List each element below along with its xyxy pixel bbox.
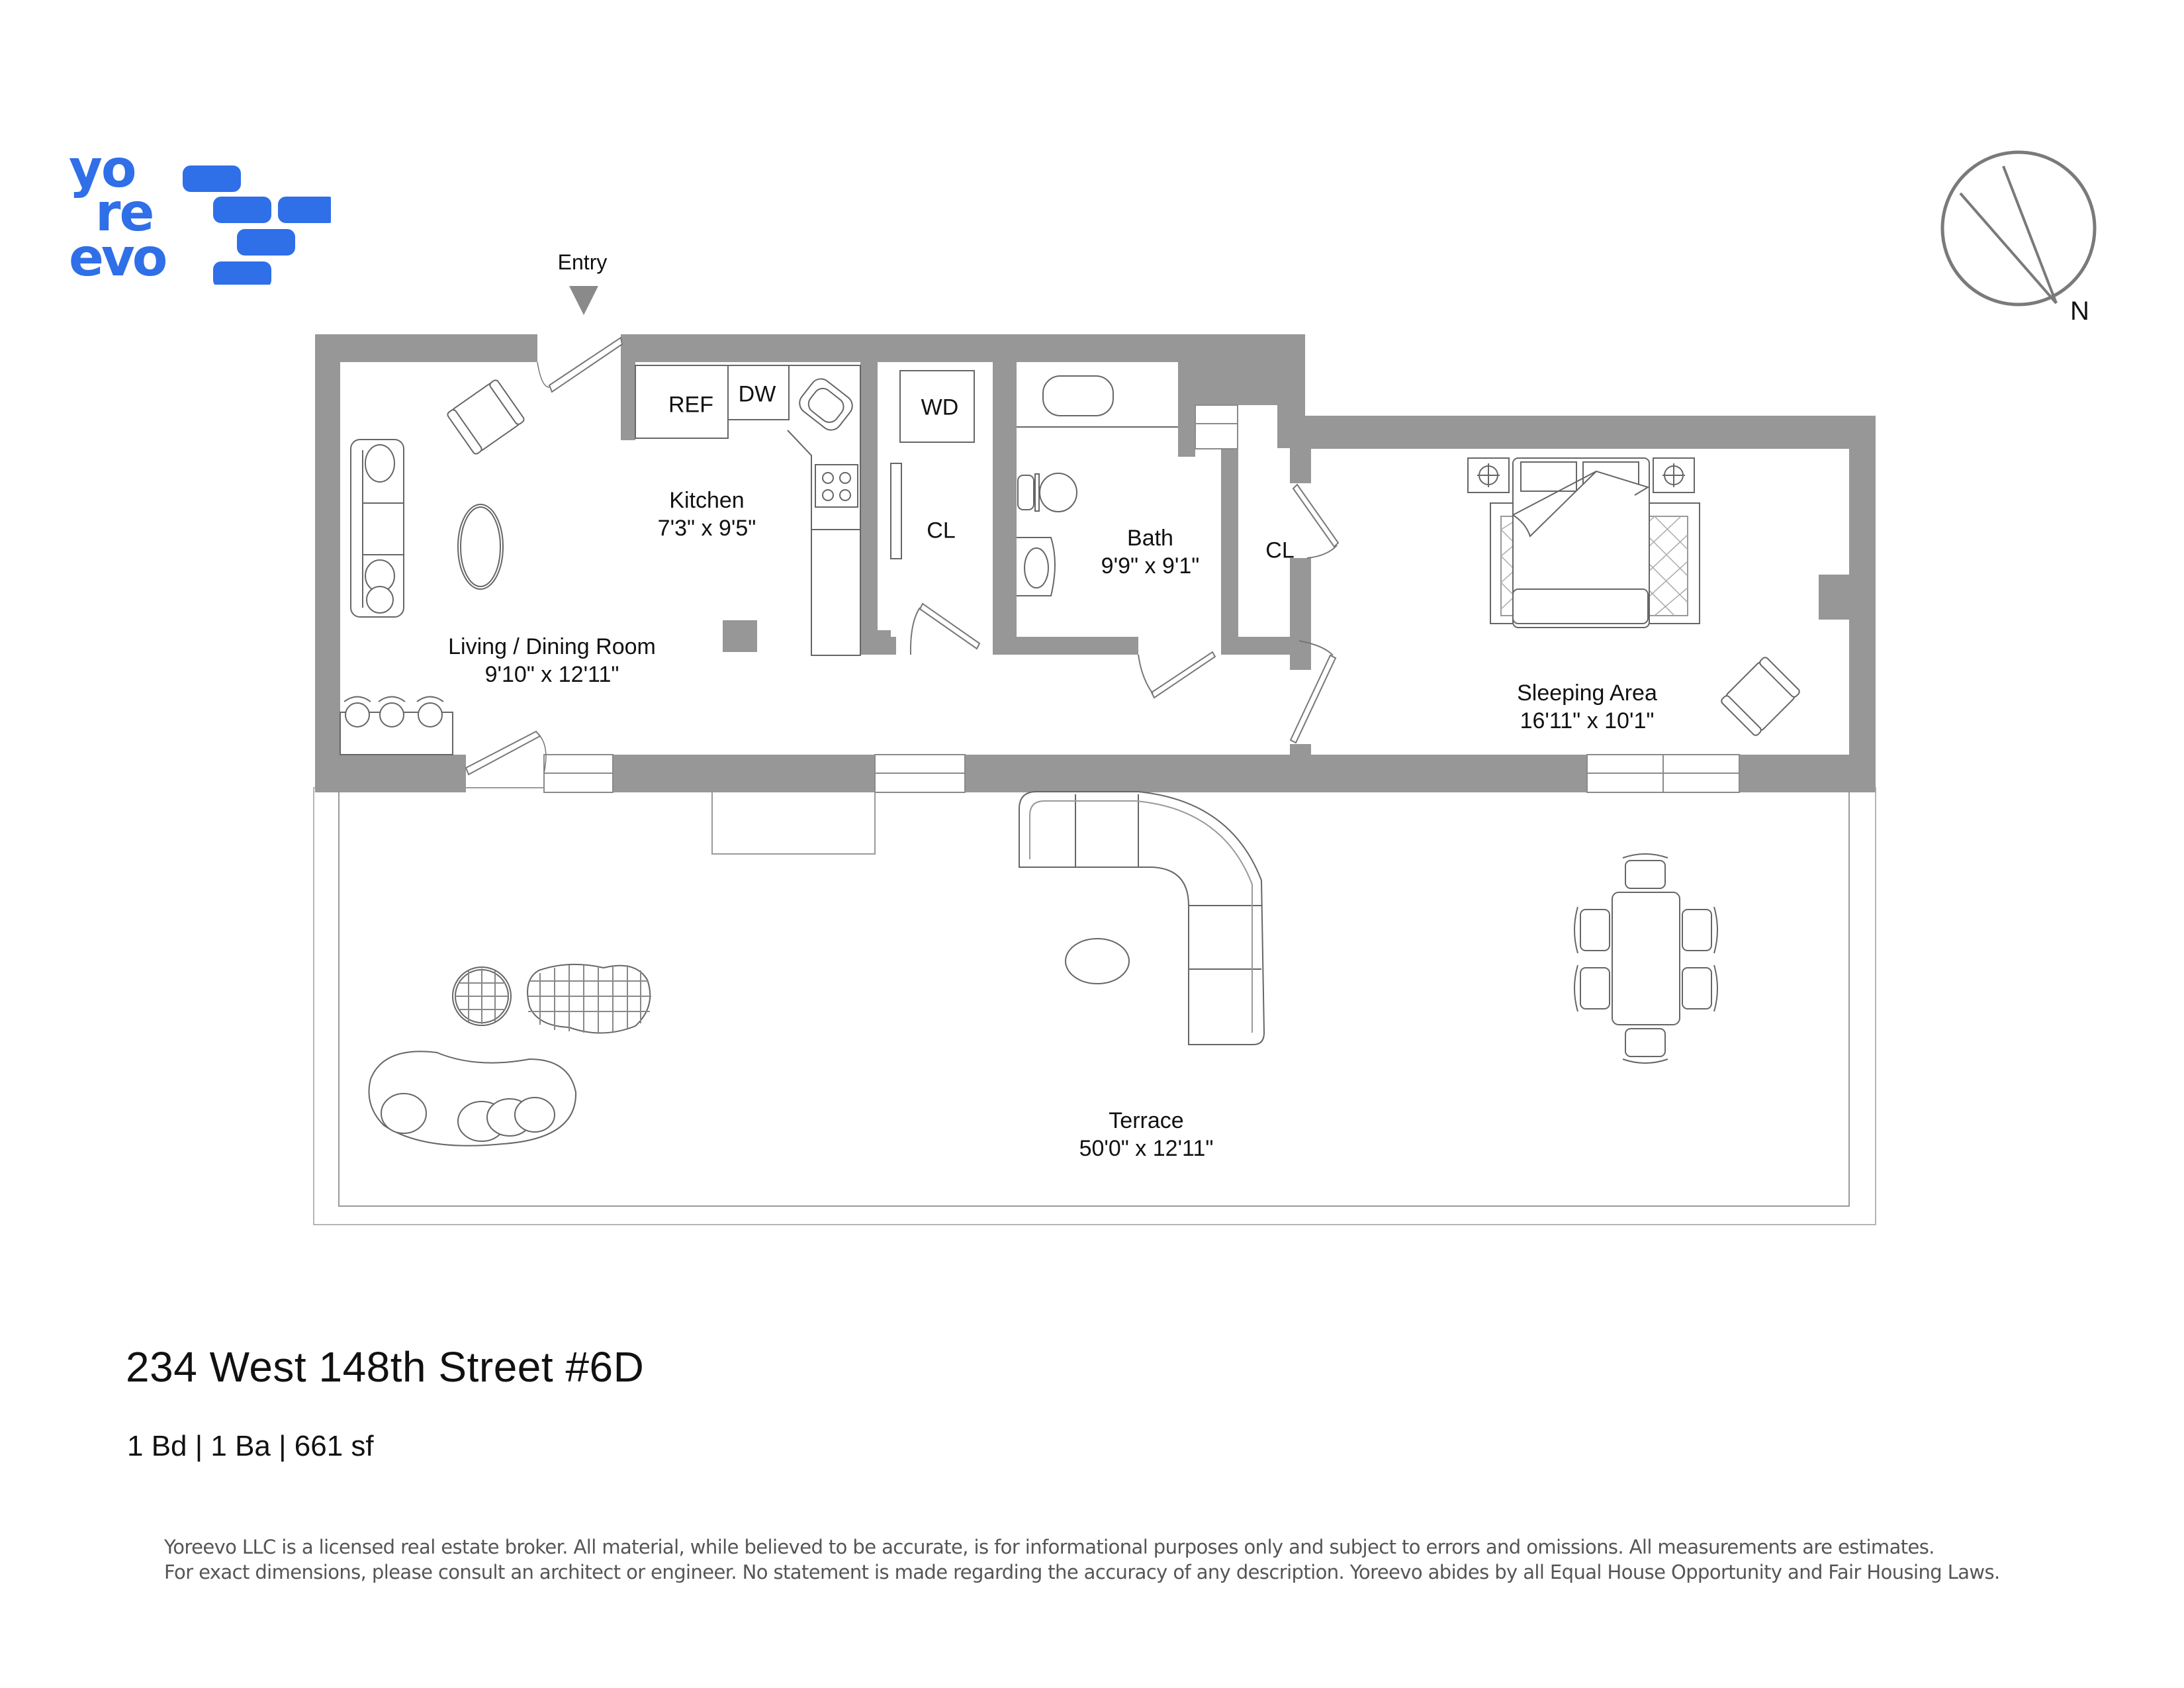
compass-icon: [1940, 150, 2097, 306]
living-furniture: [340, 379, 525, 755]
room-bath: Bath 9'9" x 9'1": [1101, 524, 1200, 580]
walls: [315, 334, 1876, 792]
logo-brick-3: [278, 197, 336, 223]
logo-brick-4: [237, 229, 295, 256]
room-name: Living / Dining Room: [448, 634, 656, 659]
bathtub-icon: [1042, 375, 1114, 416]
yoreevo-logo: yo re evo: [66, 140, 336, 288]
kitchen-fixtures: [635, 365, 975, 656]
bath-fixtures: [1017, 375, 1178, 596]
north-label: N: [2070, 297, 2089, 326]
kidney-lounger-icon: [527, 963, 651, 1034]
disclaimer-line-2: For exact dimensions, please consult an …: [164, 1561, 2000, 1583]
closet-label: CL: [1265, 538, 1295, 563]
refrigerator-label: REF: [668, 392, 713, 418]
washer-dryer-label: WD: [921, 395, 959, 420]
dishwasher-label: DW: [738, 381, 776, 407]
room-sleeping-area: Sleeping Area 16'11" x 10'1": [1517, 679, 1657, 735]
logo-brick-2: [213, 197, 271, 223]
toilet-icon: [1039, 473, 1077, 512]
room-dimensions: 16'11" x 10'1": [1520, 708, 1655, 733]
legal-disclaimer: Yoreevo LLC is a licensed real estate br…: [164, 1534, 2000, 1585]
room-dimensions: 9'9" x 9'1": [1101, 553, 1200, 579]
listing-specs: 1 Bd | 1 Ba | 661 sf: [127, 1430, 374, 1462]
dishwasher: [727, 365, 790, 420]
room-dimensions: 9'10" x 12'11": [484, 662, 619, 687]
terrace-furniture: [368, 791, 1718, 1147]
room-name: Sleeping Area: [1517, 680, 1657, 706]
yoreevo-logo-icon: yo re evo: [69, 140, 336, 288]
logo-text-evo: evo: [69, 228, 166, 285]
room-dimensions: 7'3" x 9'5": [657, 516, 756, 541]
logo-brick-5: [213, 261, 271, 288]
bedroom-furniture: [1467, 457, 1800, 736]
terrace-table-icon: [1065, 938, 1130, 984]
room-name: Bath: [1127, 526, 1173, 551]
sectional-sofa-icon: [1019, 791, 1265, 1045]
disclaimer-line-1: Yoreevo LLC is a licensed real estate br…: [164, 1536, 1935, 1558]
logo-brick-1: [183, 165, 241, 192]
windows: [543, 754, 1740, 793]
listing-address: 234 West 148th Street #6D: [126, 1343, 645, 1391]
logo-text-re: re: [95, 183, 153, 243]
closet-label: CL: [927, 518, 956, 543]
dining-table-icon: [1612, 892, 1680, 1025]
bedroom-armchair-icon: [1721, 657, 1800, 736]
room-living-dining: Living / Dining Room 9'10" x 12'11": [448, 633, 656, 688]
room-name: Terrace: [1109, 1108, 1184, 1133]
doors: [465, 336, 1340, 776]
floor-plan: [313, 286, 1876, 1225]
room-dimensions: 50'0" x 12'11": [1079, 1136, 1214, 1161]
entry-label: Entry: [557, 250, 608, 274]
entry-arrow-icon: [569, 286, 598, 315]
room-terrace: Terrace 50'0" x 12'11": [1079, 1107, 1214, 1162]
armchair-icon: [447, 379, 525, 455]
north-compass: [1919, 146, 2118, 331]
washer-dryer: [899, 370, 975, 443]
room-name: Kitchen: [669, 488, 745, 513]
sink-icon: [1024, 547, 1049, 588]
bed-icon: [1512, 457, 1650, 628]
room-kitchen: Kitchen 7'3" x 9'5": [658, 487, 756, 542]
logo-text-yo: yo: [69, 146, 135, 199]
